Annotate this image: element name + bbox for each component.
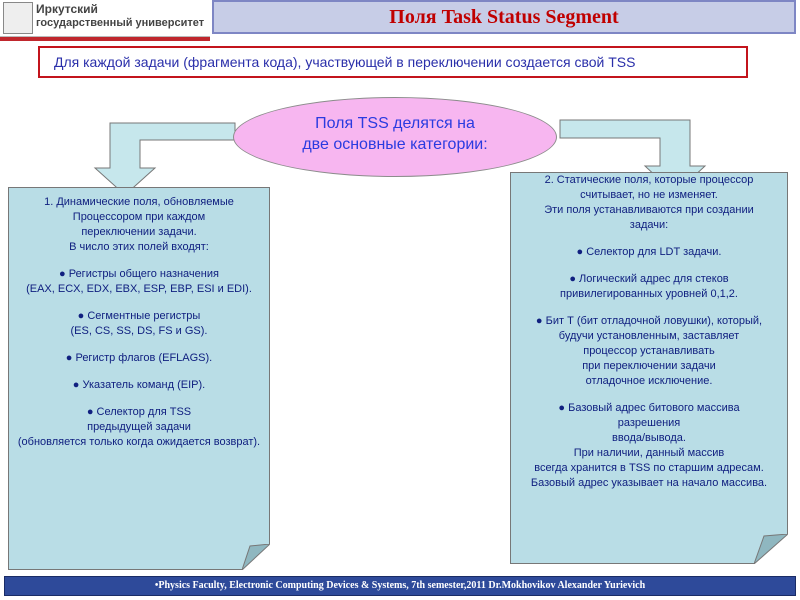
card-line: ● Указатель команд (EIP). <box>72 379 206 391</box>
card-line <box>512 302 786 314</box>
card-line: ввода/вывода. <box>612 432 686 444</box>
card-line: ● Бит Т (бит отладочной ловушки), которы… <box>535 315 763 327</box>
card-line: процессор устанавливать <box>583 345 715 357</box>
left-bent-arrow-icon <box>93 122 236 196</box>
card-line <box>10 255 268 267</box>
card-line: ● Селектор для TSS <box>86 406 192 418</box>
footer-bar: •Physics Faculty, Electronic Computing D… <box>4 576 796 596</box>
card-line: 2. Статические поля, которые процессор <box>544 174 754 186</box>
card-line: ● Базовый адрес битового массива <box>558 402 740 414</box>
card-line: Процессором при каждом <box>72 211 206 223</box>
card-line <box>10 297 268 309</box>
university-emblem-icon <box>3 2 33 34</box>
card-line: всегда хранится в TSS по старшим адресам… <box>534 462 764 474</box>
ellipse-line-2: две основные категории: <box>302 136 488 153</box>
logo-underline <box>0 37 210 41</box>
card-line <box>10 366 268 378</box>
card-line: (EAX, ECX, EDX, EBX, ESP, EBP, ESI и EDI… <box>26 283 252 295</box>
card-line: ● Регистр флагов (EFLAGS). <box>65 352 213 364</box>
ellipse-line-1: Поля TSS делятся на <box>315 115 475 132</box>
card-line: При наличии, данный массив <box>573 447 725 459</box>
card-line: разрешения <box>617 417 681 429</box>
card-line: ● Регистры общего назначения <box>59 268 219 280</box>
page-fold-icon <box>754 534 788 564</box>
logo-line-1: Иркутский <box>36 2 98 16</box>
card-line: ● Сегментные регистры <box>77 310 201 322</box>
page-fold-icon <box>242 544 270 570</box>
card-line: будучи установленным, заставляет <box>558 330 740 342</box>
slide-title: Поля Task Status Segment <box>212 0 796 34</box>
card-line: В число этих полей входят: <box>69 241 209 253</box>
card-line: считывает, но не изменяет. <box>580 189 718 201</box>
card-line: привилегированных уровней 0,1,2. <box>560 288 738 300</box>
card-line: предыдущей задачи <box>87 421 191 433</box>
static-fields-text: 2. Статические поля, которые процессор сч… <box>512 173 786 491</box>
card-line: Эти поля устанавливаются при создании <box>544 204 754 216</box>
card-line: ● Логический адрес для стеков <box>569 273 729 285</box>
card-line <box>10 393 268 405</box>
card-line <box>512 233 786 245</box>
card-line <box>512 389 786 401</box>
card-line: отладочное исключение. <box>585 375 713 387</box>
static-fields-card <box>510 172 788 564</box>
card-line: переключении задачи. <box>81 226 197 238</box>
card-line: ● Селектор для LDT задачи. <box>576 246 722 258</box>
card-line: (ES, CS, SS, DS, FS и GS). <box>70 325 208 337</box>
card-line: задачи: <box>629 219 669 231</box>
logo-line-2: государственный университет <box>36 17 205 29</box>
card-line: Базовый адрес указывает на начало массив… <box>530 477 768 489</box>
card-line: 1. Динамические поля, обновляемые <box>44 196 234 208</box>
categories-ellipse: Поля TSS делятся на две основные категор… <box>233 97 557 177</box>
card-line: (обновляется только когда ожидается возв… <box>17 436 261 448</box>
subtitle-box: Для каждой задачи (фрагмента кода), учас… <box>38 46 748 78</box>
dynamic-fields-card <box>8 187 270 570</box>
card-line <box>10 339 268 351</box>
university-logo: Иркутский государственный университет <box>0 0 210 37</box>
card-line: при переключении задачи <box>582 360 716 372</box>
card-line <box>512 260 786 272</box>
